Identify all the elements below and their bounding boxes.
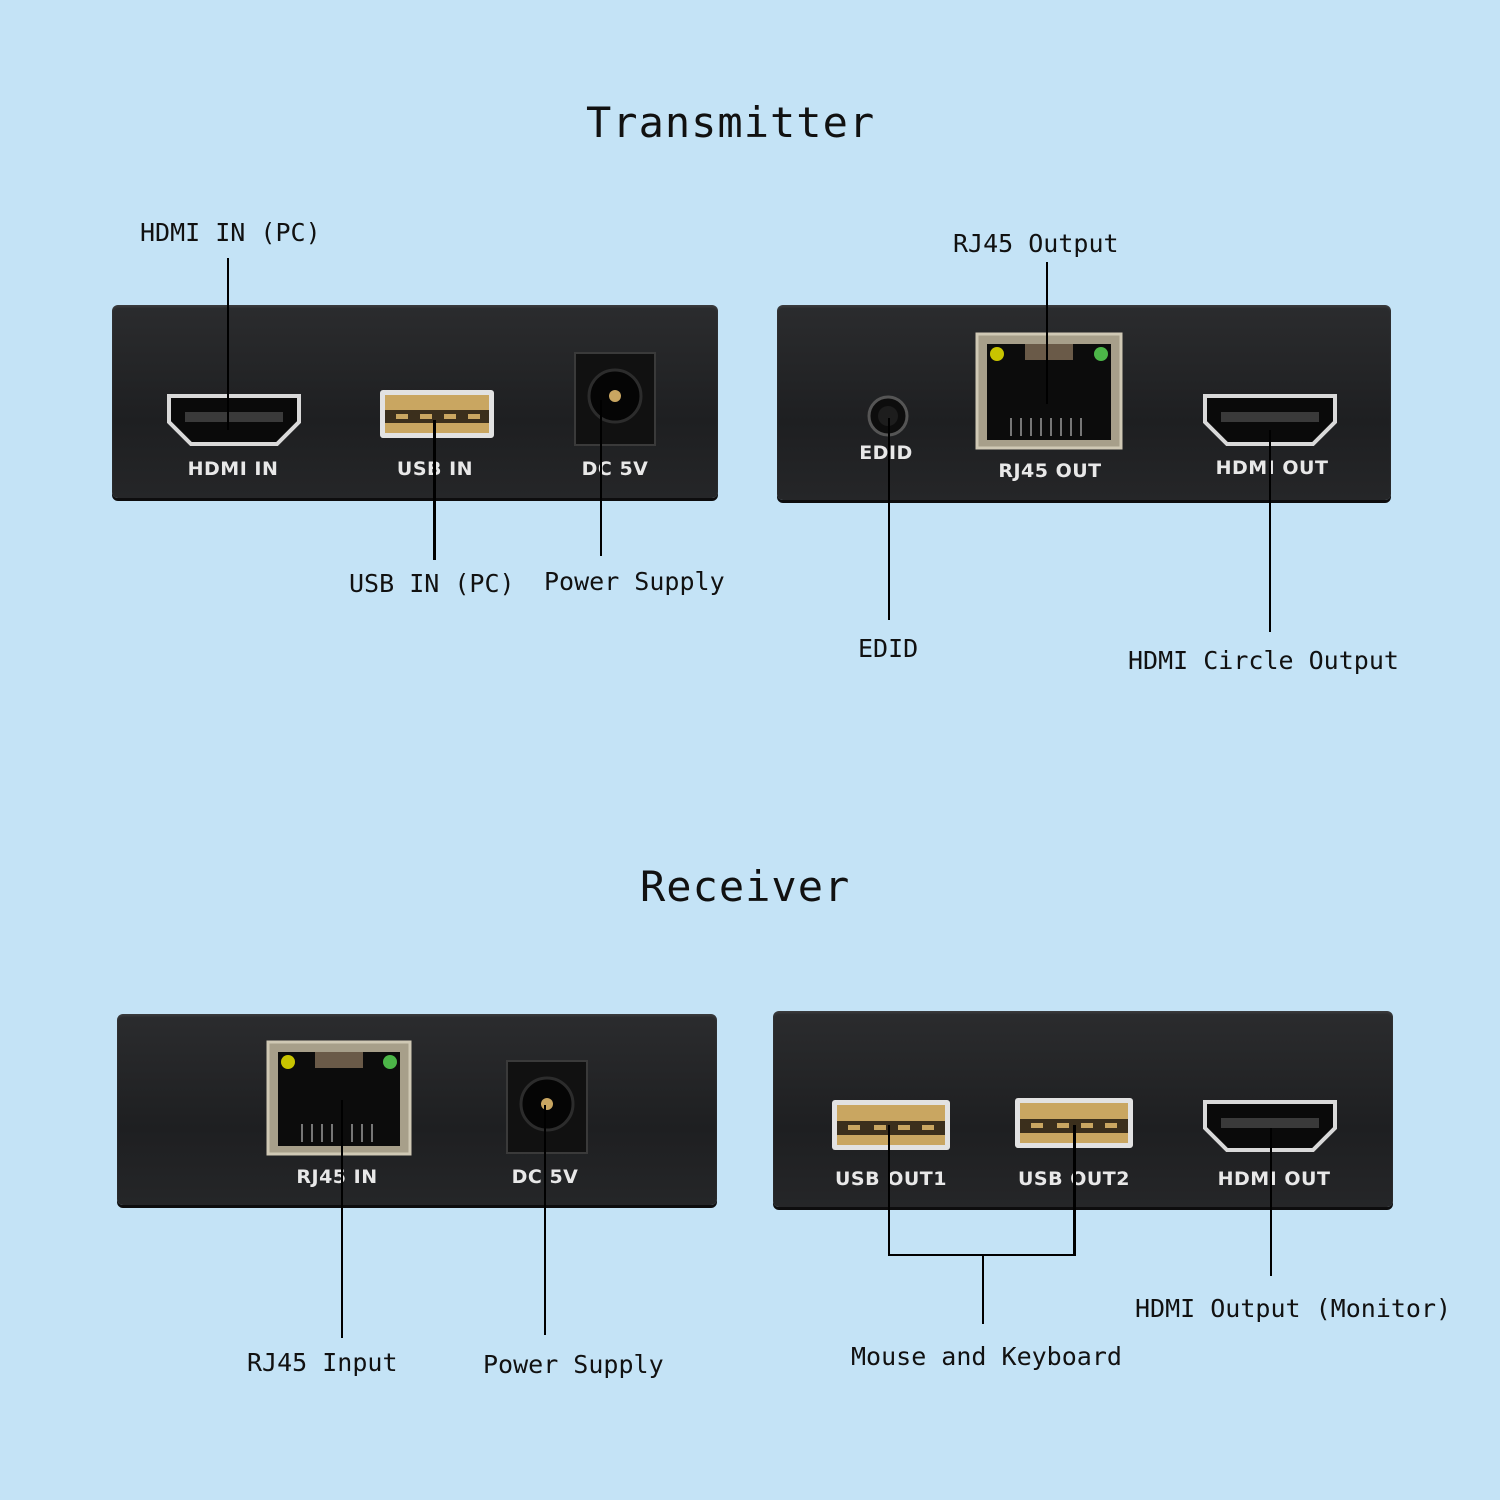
leader-line-hdmi-in (227, 258, 229, 430)
usb-out1-port-label: USB OUT1 (835, 1168, 947, 1190)
hdmi-out-rx-port-icon (1203, 1100, 1337, 1152)
callout-mouse-keyboard: Mouse and Keyboard (851, 1342, 1122, 1371)
callout-hdmi-in-pc: HDMI IN (PC) (140, 218, 321, 247)
leader-line-hdmi-out-tx (1269, 430, 1271, 632)
dc-power-jack-rx-icon (506, 1060, 588, 1154)
callout-power-supply-rx: Power Supply (483, 1350, 664, 1379)
callout-hdmi-output-monitor: HDMI Output (Monitor) (1135, 1294, 1452, 1323)
rj45-out-port-icon (975, 332, 1123, 450)
callout-edid: EDID (858, 634, 919, 663)
leader-line-usb-out1 (888, 1125, 890, 1256)
dc-power-jack-icon (574, 352, 656, 446)
rj45-out-port-label: RJ45 OUT (998, 460, 1102, 482)
leader-line-rj45-in (341, 1100, 343, 1338)
leader-line-rj45-out (1046, 262, 1048, 404)
usb-in-port-icon (380, 390, 494, 438)
callout-hdmi-circle-output: HDMI Circle Output (1128, 646, 1399, 675)
leader-line-power-tx (600, 400, 602, 556)
receiver-title: Receiver (640, 862, 851, 911)
rj45-in-port-icon (266, 1040, 412, 1156)
transmitter-title: Transmitter (586, 98, 876, 147)
callout-power-supply-tx: Power Supply (544, 567, 725, 596)
callout-usb-in-pc: USB IN (PC) (349, 569, 515, 598)
leader-line-usb-in (433, 420, 436, 560)
usb-out1-port-icon (832, 1100, 950, 1150)
leader-line-usb-out2 (1073, 1125, 1076, 1256)
dc-5v-port-label: DC 5V (581, 458, 649, 480)
hdmi-in-port-label: HDMI IN (187, 458, 279, 480)
hdmi-out-port-label: HDMI OUT (1215, 457, 1329, 479)
usb-out2-port-icon (1015, 1098, 1133, 1148)
callout-rj45-output: RJ45 Output (953, 229, 1119, 258)
edid-port-label: EDID (859, 442, 913, 464)
leader-line-edid (888, 418, 890, 620)
leader-line-power-rx (544, 1105, 546, 1335)
hdmi-out-rx-port-label: HDMI OUT (1217, 1168, 1331, 1190)
hdmi-out-port-icon (1203, 394, 1337, 446)
rj45-in-port-label: RJ45 IN (296, 1166, 378, 1188)
hdmi-in-port-icon (167, 394, 301, 446)
callout-rj45-input: RJ45 Input (247, 1348, 398, 1377)
receiver-front-panel (117, 1014, 717, 1205)
leader-line-usb-common (982, 1254, 984, 1324)
leader-line-hdmi-out-rx (1270, 1128, 1272, 1276)
